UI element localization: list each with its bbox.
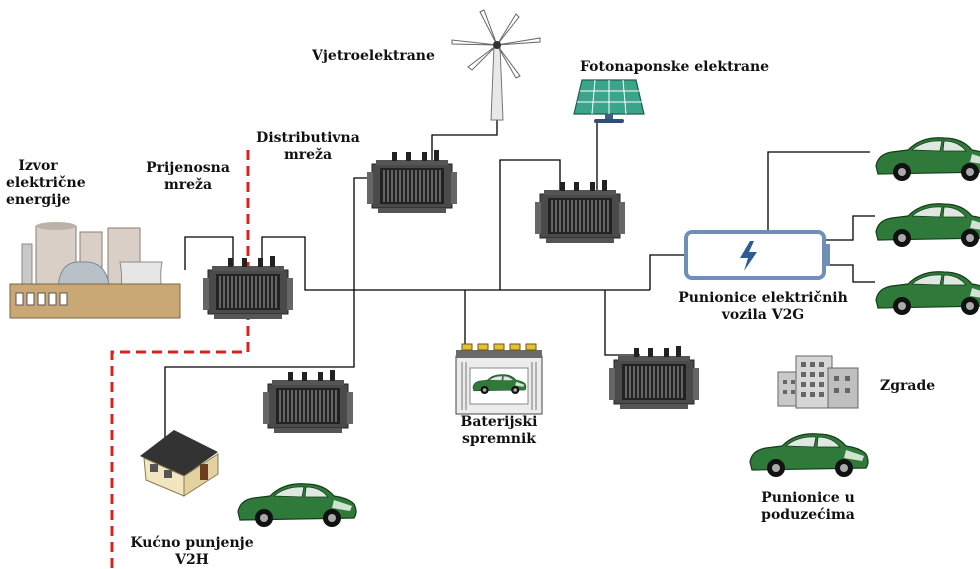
company-label: Punionice u poduzećima [748, 490, 868, 524]
company-label-line-2: poduzećima [761, 507, 855, 523]
house-icon [140, 430, 219, 497]
source-label-line-3: energije [6, 192, 71, 208]
battery-label-line-1: Baterijski [460, 414, 538, 430]
home-label-line-2: V2H [175, 552, 209, 568]
buildings-icon [777, 355, 859, 409]
home-label-line-1: Kućno punjenje [130, 535, 254, 551]
source-label-line-1: Izvor [18, 158, 58, 174]
transmission-label-line-2: mreža [163, 177, 213, 193]
distribution-label-line-2: mreža [283, 147, 333, 163]
buildings-label: Zgrade [880, 378, 936, 394]
home-car-icon [237, 483, 357, 528]
power-plant-icon [9, 222, 181, 319]
transmission-label-line-1: Prijenosna [146, 160, 230, 176]
transmission-label: Prijenosna mreža [140, 160, 236, 194]
source-label: Izvor električne energije [6, 158, 86, 209]
wind-label: Vjetroelektrane [312, 48, 435, 64]
company-car-icon [749, 433, 869, 478]
home-transformer-icon [262, 369, 354, 434]
connection-lines [164, 118, 875, 440]
wind-transformer-icon [366, 149, 458, 214]
company-label-line-1: Punionice u [761, 490, 855, 506]
battery-label-line-2: spremnik [462, 431, 536, 447]
solar-label: Fotonaponske elektrane [580, 59, 770, 75]
v2g-car-2-icon [875, 203, 980, 248]
v2g-label: Punionice električnih vozila V2G [670, 290, 856, 324]
solar-panel-icon [573, 79, 645, 123]
home-label: Kućno punjenje V2H [130, 535, 254, 569]
v2g-label-line-1: Punionice električnih [678, 290, 848, 306]
distribution-label-line-1: Distributivna [256, 130, 360, 146]
solar-transformer-icon [534, 179, 626, 244]
network-boundary-line [110, 150, 250, 568]
source-label-line-2: električne [6, 175, 86, 191]
v2g-car-3-icon [875, 271, 980, 316]
v2g-charger-icon [684, 230, 830, 280]
v2g-car-1-icon [875, 137, 980, 182]
distribution-label: Distributivna mreža [256, 130, 360, 164]
wind-turbine-icon [451, 9, 541, 121]
v2g-label-line-2: vozila V2G [721, 307, 805, 323]
battery-label: Baterijski spremnik [448, 414, 550, 448]
